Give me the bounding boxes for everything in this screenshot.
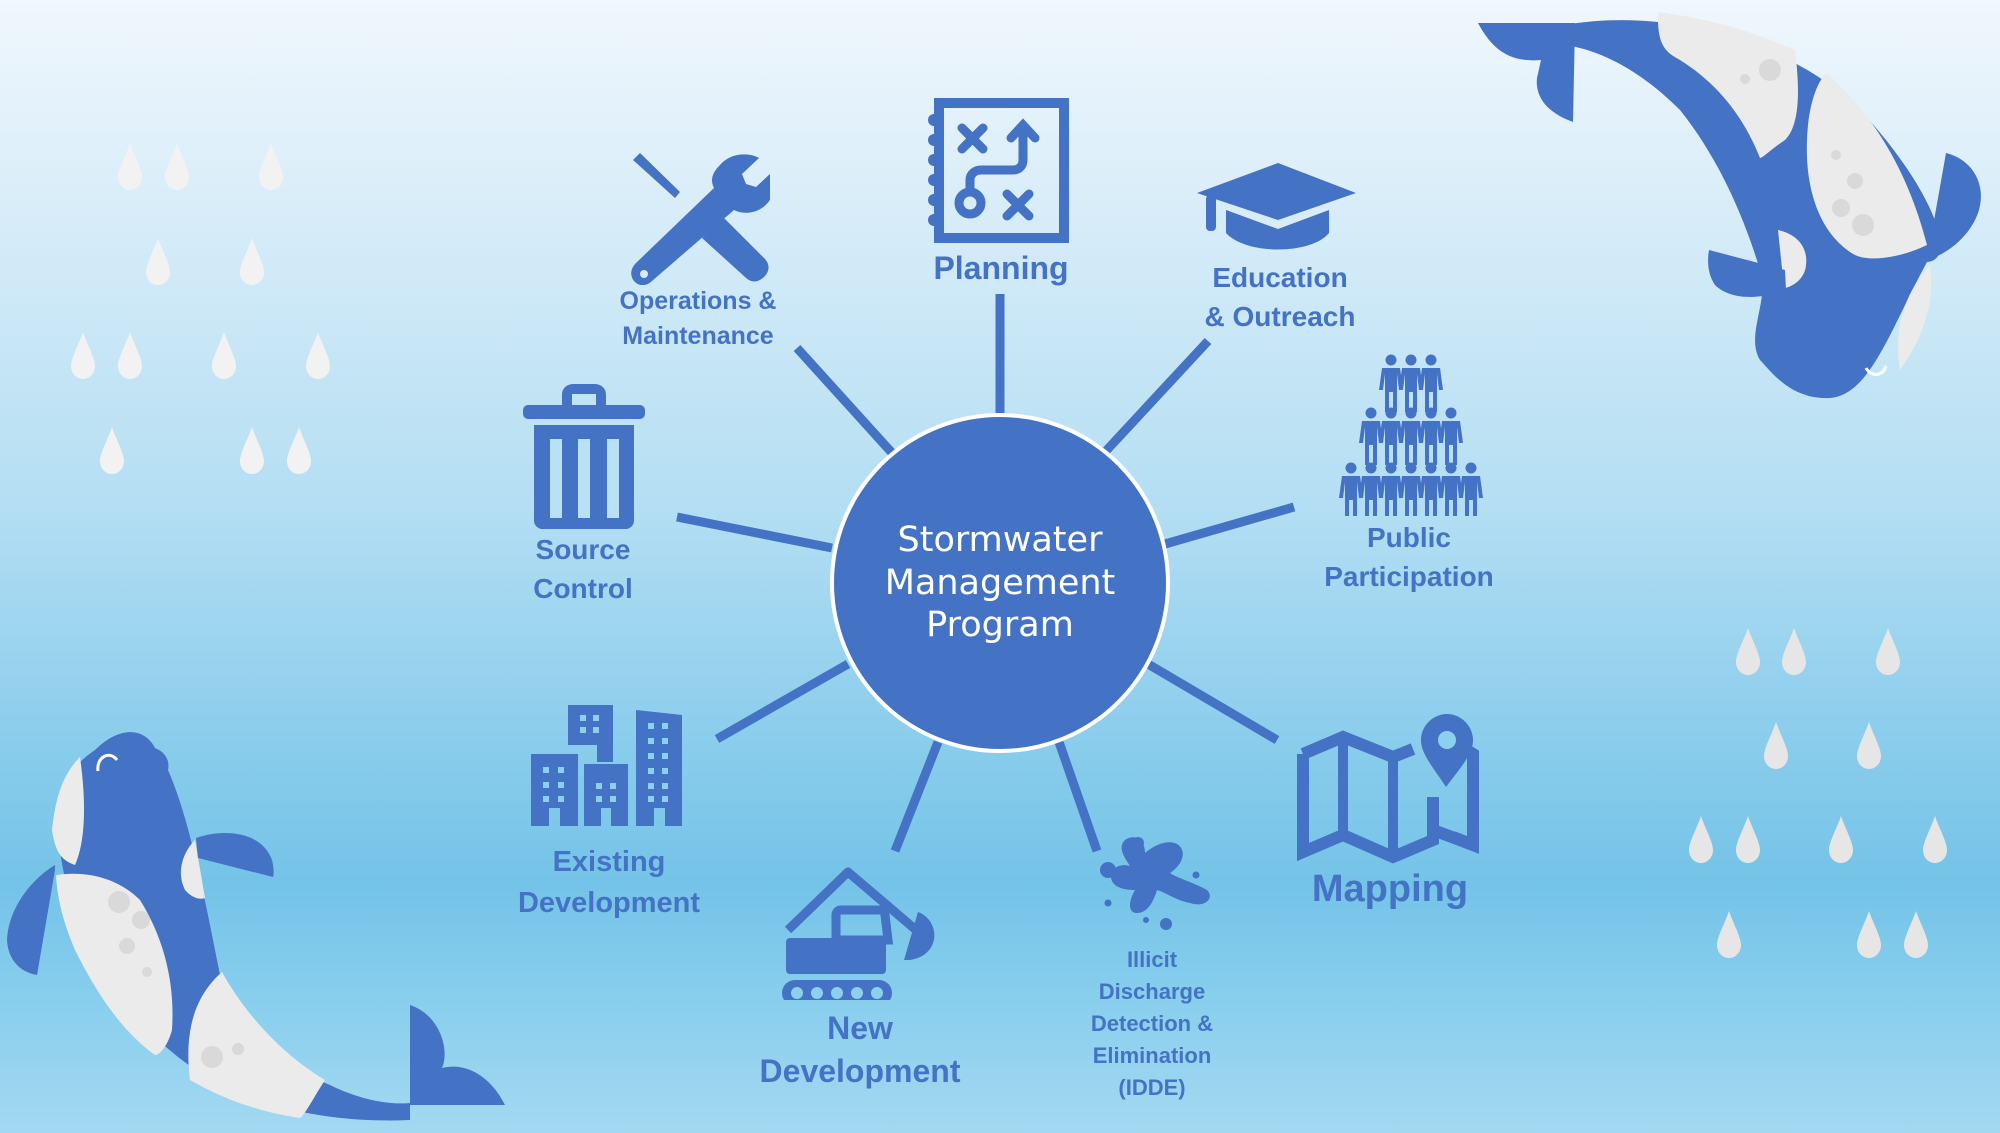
spoke-public — [1163, 502, 1296, 549]
label-existing-development: Existing Development — [517, 846, 701, 919]
label-planning: Planning — [933, 250, 1069, 286]
center-hub-stormwater-program[interactable]: Stormwater Management Program — [830, 413, 1170, 753]
label-idde: Illicit Discharge Detection & Eliminatio… — [1090, 947, 1214, 1100]
strategy-board-icon — [928, 98, 1069, 243]
spoke-operations — [793, 344, 897, 458]
spoke-idde — [1054, 740, 1102, 853]
map-pin-icon — [1297, 714, 1479, 864]
spoke-mapping — [1145, 660, 1280, 744]
label-operations-maintenance: Operations & Maintenance — [619, 287, 777, 350]
wrench-screwdriver-icon — [631, 153, 770, 285]
label-education-outreach: Education & Outreach — [1204, 262, 1356, 333]
spoke-new-development — [890, 740, 943, 853]
people-pyramid-icon — [1339, 354, 1483, 516]
hub-title-line-1: Stormwater — [897, 519, 1103, 560]
label-source-control: Source Control — [533, 534, 633, 605]
splash-icon — [1100, 837, 1210, 930]
label-public-participation: Public Participation — [1324, 522, 1494, 593]
spoke-source-control — [676, 512, 833, 553]
trash-can-icon — [523, 384, 645, 529]
hub-title-line-2: Management — [884, 562, 1116, 603]
graduation-cap-icon — [1197, 163, 1356, 250]
spoke-existing-development — [714, 660, 851, 743]
spoke-education — [1101, 337, 1212, 456]
excavator-icon — [782, 867, 935, 1000]
label-mapping: Mapping — [1311, 868, 1469, 910]
hub-title-line-3: Program — [926, 605, 1074, 646]
buildings-icon — [531, 705, 682, 826]
label-new-development: New Development — [759, 1010, 961, 1090]
